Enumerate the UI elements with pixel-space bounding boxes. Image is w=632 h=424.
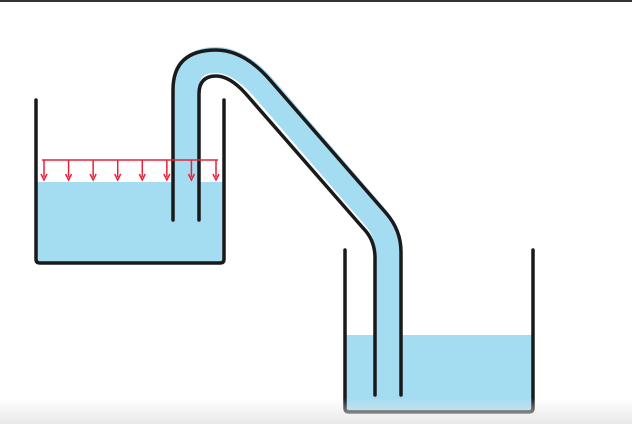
pressure-arrow [163,160,171,182]
upper-container [34,98,226,265]
siphon-tube-water [173,47,401,395]
pressure-arrow [64,160,73,182]
top-border-line [0,0,632,2]
pressure-arrow [114,160,122,182]
atmospheric-pressure-arrows [40,160,220,182]
pressure-arrow [212,160,220,182]
pressure-arrow [138,160,146,182]
pressure-arrow [187,160,196,182]
siphon-tube-outer-wall [171,48,403,397]
bottom-fade [0,398,632,424]
pressure-arrow [40,160,48,182]
siphon-tube-inner-wall [197,74,377,397]
pressure-arrow [89,160,97,182]
